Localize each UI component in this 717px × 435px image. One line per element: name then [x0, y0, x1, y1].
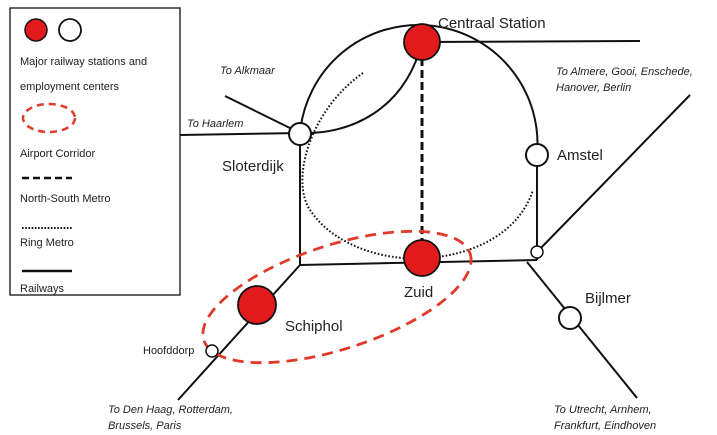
- railway-utrecht: [526, 261, 638, 399]
- station-amstel-marker[interactable]: [525, 143, 549, 167]
- destination-utrecht-line2: Frankfurt, Eindhoven: [554, 420, 656, 432]
- junction-east-marker: [530, 245, 544, 259]
- legend: Major railway stations and employment ce…: [9, 7, 181, 296]
- legend-ring-metro-label: Ring Metro: [20, 237, 74, 249]
- station-centraal-marker[interactable]: [403, 23, 441, 61]
- station-hoofddorp-label: Hoofddorp: [143, 345, 194, 357]
- railway-centraal-east: [421, 40, 641, 43]
- station-sloterdijk-marker[interactable]: [288, 122, 312, 146]
- destination-den-haag-line2: Brussels, Paris: [108, 420, 182, 432]
- destination-utrecht-line1: To Utrecht, Arnhem,: [554, 404, 652, 416]
- legend-railways-label: Railways: [20, 283, 65, 295]
- destination-den-haag-line1: To Den Haag, Rotterdam,: [108, 404, 233, 416]
- legend-major-station-icon: [24, 18, 48, 42]
- station-amstel-label: Amstel: [557, 147, 603, 164]
- station-zuid-label: Zuid: [404, 284, 433, 301]
- legend-airport-corridor-icon: [21, 102, 77, 134]
- destination-almere-line1: To Almere, Gooi, Enschede,: [556, 66, 693, 78]
- railways: [177, 24, 691, 401]
- railway-den-haag: [177, 264, 301, 401]
- legend-major-stations-label-1: Major railway stations and: [20, 56, 147, 68]
- legend-airport-corridor-label: Airport Corridor: [20, 148, 96, 160]
- airport-corridor: [201, 229, 473, 365]
- station-bijlmer-label: Bijlmer: [585, 290, 631, 307]
- ring-metro-line: [301, 72, 534, 260]
- legend-box: [9, 7, 181, 296]
- stations: [205, 23, 582, 358]
- railway-centraal-sloterdijk-curve: [299, 41, 423, 135]
- station-zuid-marker[interactable]: [403, 239, 441, 277]
- destination-alkmaar: To Alkmaar: [220, 65, 276, 77]
- station-hoofddorp-marker[interactable]: [205, 344, 219, 358]
- station-centraal-label: Centraal Station: [438, 15, 546, 32]
- destination-haarlem: To Haarlem: [187, 118, 243, 130]
- station-schiphol-marker[interactable]: [237, 285, 277, 325]
- station-schiphol-label: Schiphol: [285, 318, 343, 335]
- railway-haarlem: [179, 132, 301, 136]
- legend-north-south-metro-label: North-South Metro: [20, 193, 110, 205]
- legend-major-stations-label-2: employment centers: [20, 81, 120, 93]
- legend-minor-station-icon: [58, 18, 82, 42]
- destination-almere-line2: Hanover, Berlin: [556, 82, 631, 94]
- station-bijlmer-marker[interactable]: [558, 306, 582, 330]
- railway-alkmaar: [224, 95, 301, 134]
- railway-almere: [536, 94, 691, 253]
- station-sloterdijk-label: Sloterdijk: [222, 158, 284, 175]
